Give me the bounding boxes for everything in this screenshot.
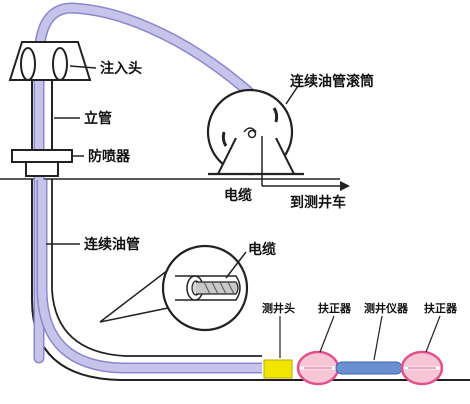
label-injector-head: 注入头	[100, 60, 142, 77]
coiled-tubing-lower	[38, 180, 262, 372]
leader-cable-inset	[225, 251, 247, 279]
inset-pointer-bottom	[99, 307, 169, 323]
leader-centralizer-2	[425, 315, 441, 353]
wellbore-outer-wall	[31, 179, 470, 381]
inset-pointer-top	[99, 269, 169, 323]
label-cable-inset: 电缆	[248, 241, 276, 258]
leader-reel	[285, 85, 299, 105]
logging-tool	[335, 361, 403, 375]
leader-centralizer-1	[319, 315, 335, 353]
wellbore-inner-wall	[51, 179, 262, 357]
label-riser: 立管	[84, 110, 112, 127]
injector-head	[8, 41, 92, 81]
leader-logging-tool	[373, 315, 383, 361]
centralizer-2	[400, 350, 444, 386]
centralizer-1	[296, 350, 340, 386]
leader-injector	[69, 65, 97, 69]
label-to-truck: 到测井车	[290, 194, 346, 211]
label-cable-reel: 电缆	[224, 187, 252, 204]
reel	[206, 88, 304, 176]
label-centralizer-2: 扶正器	[424, 301, 458, 315]
cable-inset	[161, 244, 249, 332]
bop	[11, 149, 73, 177]
logging-head	[263, 359, 293, 379]
arrow-to-truck	[340, 181, 350, 191]
label-reel: 连续油管滚筒	[290, 73, 374, 90]
label-coiled-tubing: 连续油管	[84, 236, 140, 253]
coiled-tubing	[35, 3, 276, 362]
label-logging-tool: 测井仪器	[364, 301, 409, 315]
label-logging-head: 测井头	[262, 301, 295, 315]
label-bop: 防喷器	[88, 148, 131, 165]
label-centralizer-1: 扶正器	[318, 301, 352, 315]
